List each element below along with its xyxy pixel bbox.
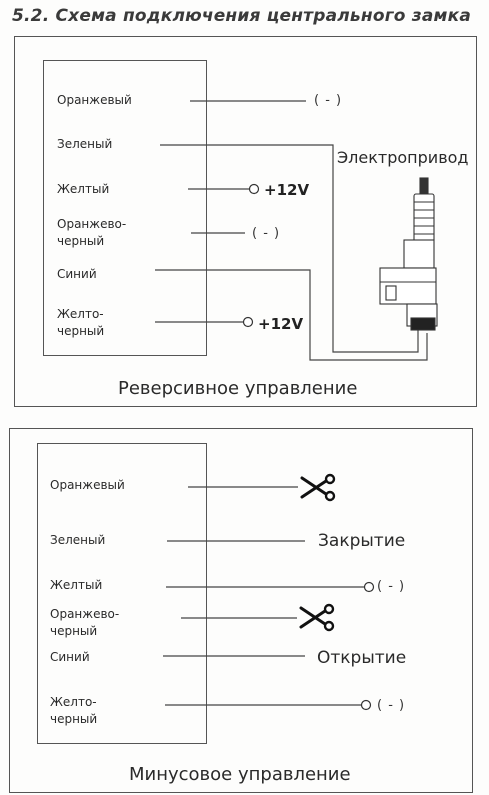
wire-label-blue: Синий	[50, 650, 90, 664]
wire-label-orange: Оранжевый	[50, 478, 125, 492]
plus12v-terminal-label: +12V	[264, 181, 310, 199]
minus-terminal-label: ( - )	[314, 93, 343, 108]
minus-control-caption: Минусовое управление	[129, 764, 351, 785]
wire-label-green: Зеленый	[50, 533, 106, 547]
wire-blue	[155, 269, 428, 361]
actuator-label: Электропривод	[337, 148, 469, 167]
reverse-control-unit	[43, 60, 207, 356]
minus-control-unit	[37, 443, 207, 744]
page-title: 5.2. Схема подключения центрального замк…	[12, 6, 472, 26]
terminal-circle-icon	[360, 699, 372, 711]
plus12v-terminal-label: +12V	[258, 315, 304, 333]
reverse-control-panel	[14, 36, 477, 407]
wire-label-yellow-black: Желто- черный	[50, 695, 98, 726]
minus-terminal-label: ( - )	[377, 698, 406, 713]
wire-label-blue: Синий	[57, 267, 97, 281]
wire-label-orange: Оранжевый	[57, 93, 132, 107]
wire-label-orange-black: Оранжево- черный	[50, 607, 120, 638]
terminal-circle-icon	[248, 183, 260, 195]
scissors-icon	[300, 473, 336, 502]
minus-terminal-label: ( - )	[252, 226, 281, 241]
wire-label-orange-black: Оранжево- черный	[57, 217, 127, 248]
close-label: Закрытие	[318, 531, 406, 551]
terminal-circle-icon	[242, 316, 254, 328]
wire-label-yellow: Желтый	[57, 182, 110, 196]
wire-label-green: Зеленый	[57, 137, 113, 151]
scissors-icon	[299, 603, 335, 632]
minus-terminal-label: ( - )	[377, 579, 406, 594]
open-label: Открытие	[317, 648, 407, 668]
wire-label-yellow-black: Желто- черный	[57, 307, 105, 338]
minus-control-panel	[9, 428, 473, 793]
reverse-control-caption: Реверсивное управление	[118, 378, 358, 399]
wire-green	[160, 144, 419, 353]
terminal-circle-icon	[363, 581, 375, 593]
actuator-icon	[379, 177, 438, 331]
wire-label-yellow: Желтый	[50, 578, 103, 592]
